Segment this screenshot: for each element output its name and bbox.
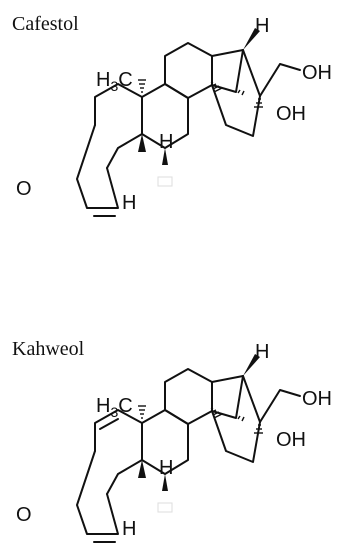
hydroxyl-tertiary: OH [276, 103, 306, 125]
methyl-c: C [118, 69, 132, 91]
methyl-label: H3C [96, 395, 133, 420]
methyl-subscript: 3 [110, 404, 118, 420]
methyl-label: H3C [96, 69, 133, 94]
atom-oxygen: O [16, 178, 32, 200]
cafestol-skeleton [76, 27, 301, 217]
hydroxyl-ch2oh: OH [302, 62, 332, 84]
methyl-c: C [118, 395, 132, 417]
atom-oxygen: O [16, 504, 32, 526]
molecule-kahweol: Kahweol H H3C OH OH H H O [12, 338, 332, 543]
molecule-name: Kahweol [12, 338, 85, 360]
hydroxyl-ch2oh: OH [302, 388, 332, 410]
atom-h-middle: H [159, 457, 173, 479]
atom-h-top: H [255, 341, 269, 363]
methyl-h: H [96, 69, 110, 91]
methyl-subscript: 3 [110, 78, 118, 94]
hydroxyl-tertiary: OH [276, 429, 306, 451]
ring-a-double-bond [99, 418, 119, 430]
methyl-h: H [96, 395, 110, 417]
kahweol-skeleton [76, 353, 301, 543]
atom-h-bottom: H [122, 192, 136, 214]
molecule-name: Cafestol [12, 13, 79, 35]
atom-h-bottom: H [122, 518, 136, 540]
atom-h-middle: H [159, 131, 173, 153]
atom-h-top: H [255, 15, 269, 37]
molecule-cafestol: Cafestol H H3C OH OH H H O [12, 13, 332, 217]
